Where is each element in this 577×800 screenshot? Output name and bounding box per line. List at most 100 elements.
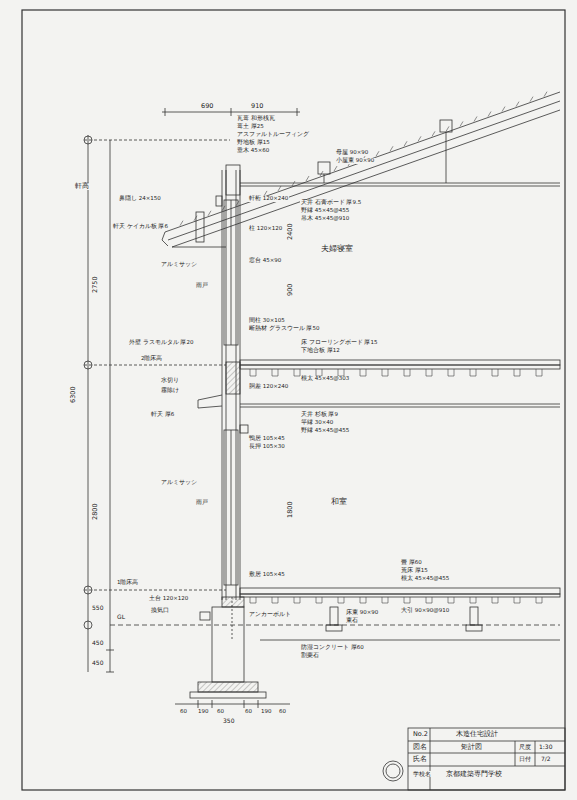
repeat-stroke bbox=[448, 597, 449, 603]
annotation: 吊木 45×45@910 bbox=[300, 216, 350, 222]
repeat-stroke bbox=[410, 597, 411, 603]
repeat-stroke bbox=[498, 597, 499, 603]
repeat-stroke bbox=[418, 136, 421, 141]
annotation: 日付 bbox=[518, 756, 532, 762]
annotation: 図名 bbox=[412, 744, 428, 751]
annotation: 床 フローリングボード 厚15 bbox=[300, 340, 379, 346]
repeat-stroke bbox=[404, 369, 405, 376]
repeat-stroke bbox=[514, 603, 520, 604]
repeat-stroke bbox=[426, 369, 427, 376]
repeat-stroke bbox=[334, 166, 337, 171]
repeat-stroke bbox=[536, 376, 542, 377]
repeat-stroke bbox=[322, 369, 323, 376]
annotation: 450 bbox=[91, 640, 104, 646]
repeat-stroke bbox=[426, 376, 432, 377]
annotation: 水切り bbox=[160, 378, 180, 384]
annotation: 土台 120×120 bbox=[148, 596, 189, 602]
repeat-stroke bbox=[432, 597, 433, 603]
annotation: 軒天 ケイカル板 厚6 bbox=[112, 224, 169, 230]
annotation: 野縁 45×45@455 bbox=[300, 208, 350, 214]
repeat-stroke bbox=[454, 597, 455, 603]
repeat-stroke bbox=[338, 597, 339, 603]
annotation: 荒床 厚15 bbox=[400, 568, 429, 574]
repeat-stroke bbox=[470, 376, 476, 377]
annotation: 2800 bbox=[92, 503, 99, 522]
repeat-stroke bbox=[360, 597, 361, 603]
annotation: 根太 45×45@455 bbox=[400, 576, 450, 582]
annotation: 690 bbox=[200, 103, 214, 110]
annotation: 母屋 90×90 bbox=[335, 150, 369, 156]
annotation: 長押 105×30 bbox=[248, 444, 286, 450]
repeat-stroke bbox=[338, 603, 344, 604]
annotation: 軒高 bbox=[74, 183, 90, 190]
repeat-stroke bbox=[338, 369, 339, 376]
repeat-stroke bbox=[470, 369, 471, 376]
annotation: 敷居 105×45 bbox=[248, 572, 286, 578]
annotation: 野縁 45×45@455 bbox=[300, 428, 350, 434]
annotation: 畳 厚60 bbox=[400, 560, 423, 566]
repeat-stroke bbox=[432, 369, 433, 376]
annotation: 550 bbox=[91, 605, 104, 611]
annotation: 束石 bbox=[345, 618, 359, 624]
annotation: 60 bbox=[278, 709, 287, 715]
repeat-stroke bbox=[476, 369, 477, 376]
repeat-stroke bbox=[360, 376, 366, 377]
repeat-stroke bbox=[316, 603, 322, 604]
repeat-stroke bbox=[278, 186, 281, 191]
annotation: 鴨居 105×45 bbox=[248, 436, 286, 442]
annotation: 2750 bbox=[92, 276, 99, 295]
annotation: 断熱材 グラスウール 厚50 bbox=[248, 326, 321, 332]
repeat-stroke bbox=[236, 201, 239, 206]
repeat-stroke bbox=[474, 116, 477, 121]
repeat-stroke bbox=[360, 603, 366, 604]
repeat-stroke bbox=[382, 603, 388, 604]
annotation: 垂木 45×60 bbox=[236, 148, 270, 154]
repeat-stroke bbox=[278, 597, 279, 603]
annotation: 胴差 120×240 bbox=[248, 384, 289, 390]
annotation: 大引 90×90@910 bbox=[400, 608, 450, 614]
repeat-stroke bbox=[250, 597, 251, 603]
repeat-stroke bbox=[382, 369, 383, 376]
annotation: 学校名 bbox=[412, 771, 432, 777]
annotation: 軒天 厚6 bbox=[150, 412, 175, 418]
annotation: GL bbox=[116, 614, 126, 620]
annotation: 天井 杉板 厚9 bbox=[300, 412, 339, 418]
repeat-stroke bbox=[536, 369, 537, 376]
repeat-stroke bbox=[360, 369, 361, 376]
annotation: 軒桁 120×240 bbox=[248, 196, 289, 202]
annotation: 防湿コンクリート 厚60 bbox=[300, 645, 365, 651]
annotation: 野地板 厚15 bbox=[236, 140, 271, 146]
annotation: 瓦葺 和形桟瓦 bbox=[236, 116, 276, 122]
repeat-stroke bbox=[520, 597, 521, 603]
repeat-stroke bbox=[448, 603, 454, 604]
repeat-stroke bbox=[476, 597, 477, 603]
repeat-stroke bbox=[492, 603, 498, 604]
repeat-stroke bbox=[514, 597, 515, 603]
repeat-stroke bbox=[488, 112, 491, 117]
repeat-stroke bbox=[272, 597, 273, 603]
repeat-stroke bbox=[390, 146, 393, 151]
annotation: 鼻隠し 24×150 bbox=[118, 196, 162, 202]
annotation: 床束 90×90 bbox=[345, 610, 379, 616]
annotation: 間柱 30×105 bbox=[248, 318, 286, 324]
repeat-stroke bbox=[470, 603, 476, 604]
repeat-stroke bbox=[294, 597, 295, 603]
annotation: 換気口 bbox=[150, 608, 170, 614]
repeat-stroke bbox=[222, 206, 225, 211]
repeat-stroke bbox=[320, 171, 323, 176]
repeat-stroke bbox=[300, 597, 301, 603]
repeat-stroke bbox=[498, 369, 499, 376]
annotation: 夫婦寝室 bbox=[320, 245, 354, 253]
repeat-stroke bbox=[514, 369, 515, 376]
annotation: 6300 bbox=[70, 386, 77, 405]
repeat-stroke bbox=[294, 369, 295, 376]
annotation: アスファルトルーフィング bbox=[236, 132, 310, 138]
annotation: 350 bbox=[222, 718, 235, 724]
annotation: 矩計図 bbox=[460, 744, 483, 751]
annotation: 尺度 bbox=[518, 744, 532, 750]
repeat-stroke bbox=[294, 603, 300, 604]
annotation: アルミサッシ bbox=[160, 480, 198, 486]
repeat-stroke bbox=[426, 597, 427, 603]
repeat-stroke bbox=[404, 597, 405, 603]
